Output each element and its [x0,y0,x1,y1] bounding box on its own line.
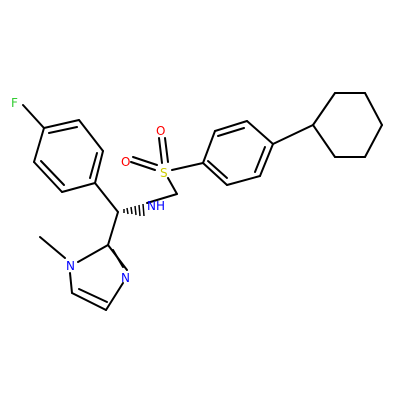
sulfonyl-oxygen-left-label: O [121,155,130,169]
imidazole-n1-label: N [66,259,75,273]
fluorophenyl-ring [33,119,104,193]
sulfonyl-oxygen-top-label: O [156,124,165,138]
cyclohexyl-aryl-bond [272,124,314,145]
stereo-hash-bond [123,203,145,217]
cyclohexyl-ring [312,92,383,158]
aryl-sulfur-bond [171,162,204,171]
fluorine-label: F [11,96,18,110]
sulfur-label: S [160,166,168,180]
amide-nitrogen-label: NH [147,199,165,213]
sulfonyl-group [130,137,178,204]
n-methyl-bond [39,236,66,259]
imidazole-n3-label: N [121,271,130,285]
aryl-fluorine-bond [22,104,45,129]
stereo-to-fluorophenyl-bond [94,182,119,213]
sulfonyl-phenyl-ring [202,120,274,186]
imidazole-ring [69,244,128,311]
stereo-to-imidazole-bond [107,211,119,246]
